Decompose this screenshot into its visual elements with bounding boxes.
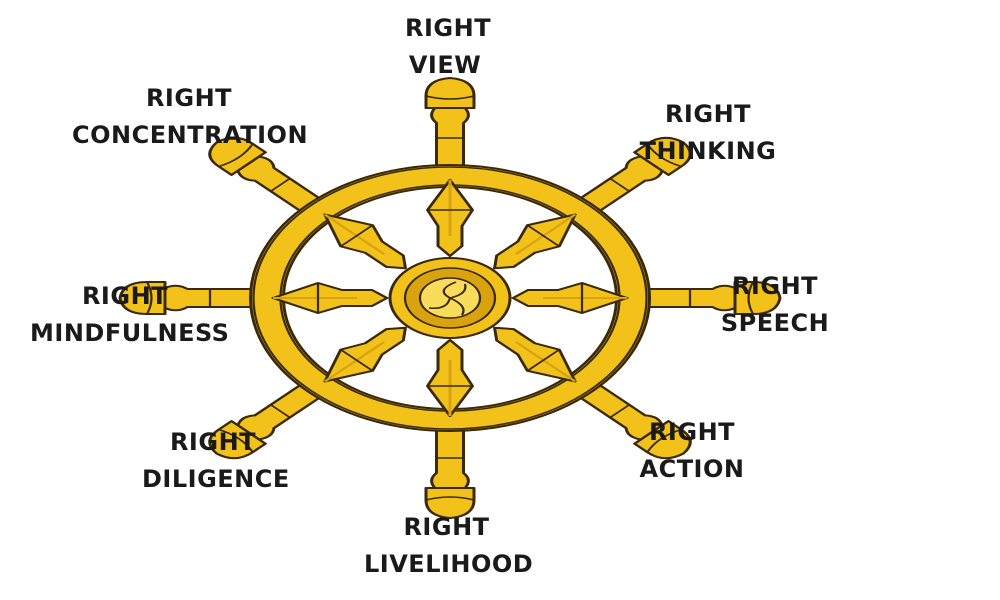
handle-livelihood <box>424 428 476 520</box>
spoke-diligence <box>307 315 423 394</box>
spoke-speech <box>511 281 629 315</box>
gankyil-icon <box>428 281 467 316</box>
spoke-action <box>477 315 593 394</box>
spoke-view <box>426 178 474 258</box>
spoke-mindfulness <box>271 281 389 315</box>
spoke-thinking <box>477 202 593 281</box>
handle-view <box>424 76 476 168</box>
spoke-concentration <box>307 202 423 281</box>
spoke-livelihood <box>426 338 474 418</box>
